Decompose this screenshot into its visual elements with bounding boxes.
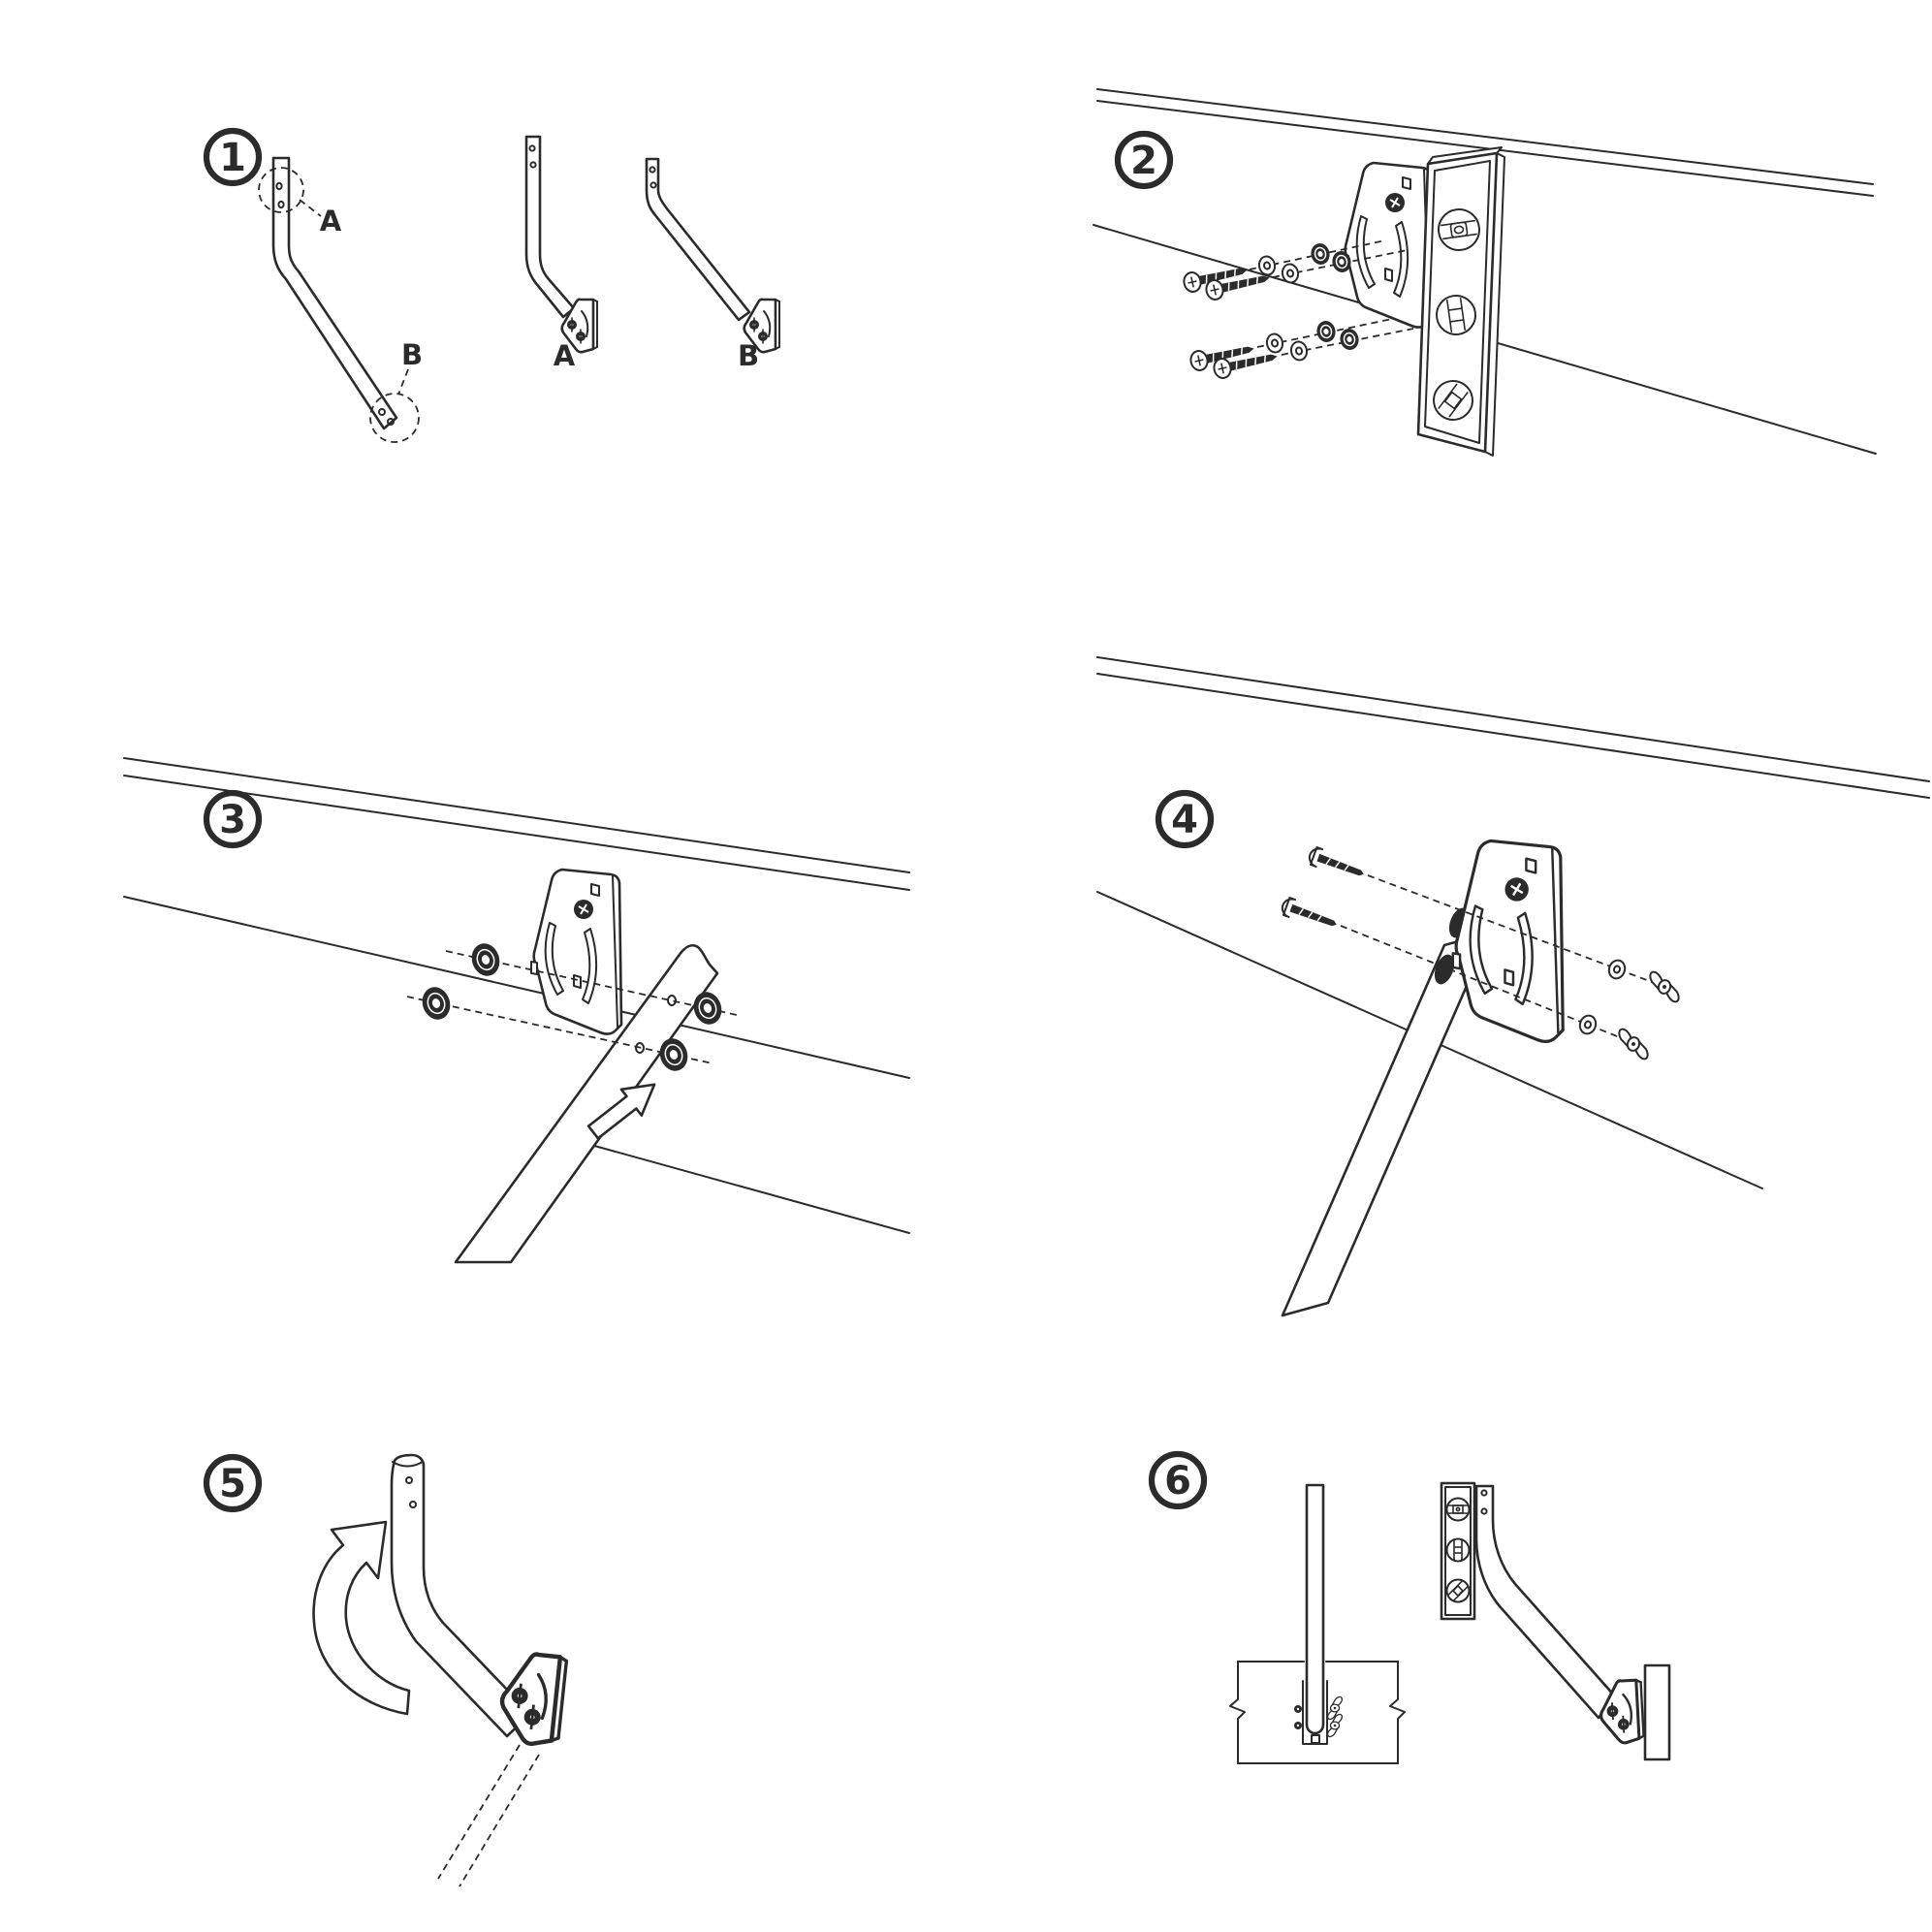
step-6-badge: 6 [1148,1450,1208,1510]
beam-section [1229,1661,1406,1764]
mounting-screws [1181,259,1281,381]
step-1-number: 1 [219,136,246,180]
label-end-b: B [401,338,423,371]
arm-on-wall [1440,1481,1671,1761]
step-5-number: 5 [219,1462,246,1506]
step-5: 5 [203,1453,567,1887]
step-2-badge: 2 [1114,130,1174,190]
end-a-callout-circle [258,167,304,213]
exploded-arm: A B [258,156,423,443]
step-2: 2 [1093,88,1877,457]
wing-nuts [1612,969,1686,1061]
bolt-icon [1306,844,1369,884]
level-vial-vertical [1436,295,1476,335]
mast-in-beam-section [1229,1483,1406,1764]
mast-pole [1281,931,1492,1317]
end-b-callout-circle [369,393,420,443]
level-vial-diagonal [1433,380,1473,421]
angled-arm [1474,1484,1618,1720]
bolt-icon [1279,895,1342,934]
mounting-bracket [529,868,623,1035]
badge-circle [203,127,263,187]
wing-nut-icon [1643,969,1686,1004]
wall [1643,1663,1671,1761]
label-b-leader [397,368,409,396]
step-4-number: 4 [1171,798,1198,842]
break-mark [1389,1661,1406,1764]
spirit-level [1440,1481,1476,1621]
level-vial-diagonal [1445,1578,1471,1603]
vertical-mast [1305,1483,1325,1735]
step-3: 3 [123,757,910,1264]
mast-pole [454,944,719,1264]
step-3-badge: 3 [203,789,263,849]
arm-variant-b: B [645,157,781,372]
break-mark [1229,1661,1246,1764]
mounting-bracket [1451,839,1565,1043]
step-3-number: 3 [219,798,246,842]
beam [123,757,910,1234]
spirit-level [1416,146,1505,457]
carriage-bolts [1279,844,1369,934]
step-2-number: 2 [1130,139,1157,183]
level-vial-horizontal [1445,1497,1471,1522]
step-1: 1 A B A B [203,127,781,443]
previous-position-dashes [437,1744,540,1887]
label-variant-b: B [738,339,759,372]
step-6-number: 6 [1164,1459,1191,1504]
step-6: 6 [1148,1450,1671,1764]
mast-tip [1311,1734,1320,1744]
level-vial-horizontal [1438,208,1480,251]
step-4-badge: 4 [1155,789,1215,849]
step-1-badge: 1 [203,127,263,187]
flat-washers [1576,957,1629,1037]
label-end-a: A [320,205,342,238]
arm-variant-a: A [524,135,599,372]
label-variant-a: A [554,339,576,372]
insert-arrow-icon [586,1083,656,1140]
rotate-arrow-icon [312,1520,411,1716]
label-a-leader [299,199,322,217]
level-vial-vertical [1445,1537,1471,1563]
wing-nut-icon [1612,1027,1655,1061]
step-4: 4 [1096,656,1930,1317]
clamp-hardware [1294,1695,1344,1738]
step-5-badge: 5 [203,1453,263,1513]
